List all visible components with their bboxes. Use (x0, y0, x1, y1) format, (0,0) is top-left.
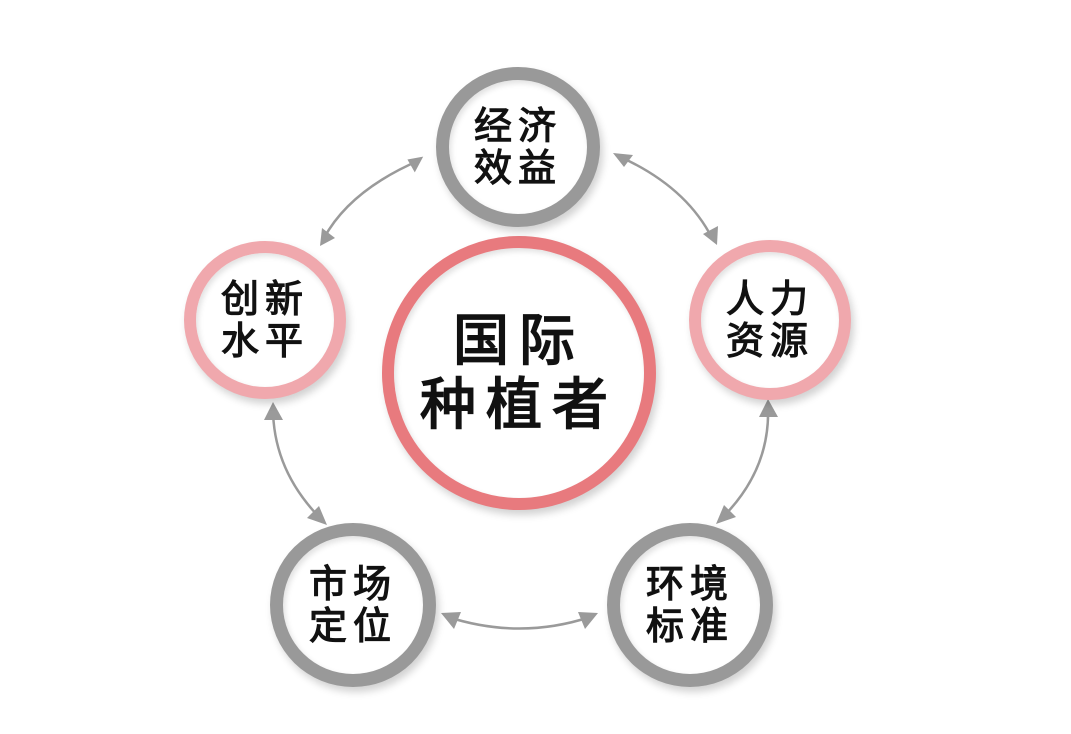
node-label-line2: 资源 (725, 318, 814, 363)
arrow-bottom (447, 615, 591, 630)
node-label-line1: 市场 (308, 561, 397, 607)
node-label-line2: 水平 (220, 318, 309, 363)
node-label-line2: 效益 (473, 145, 562, 190)
node-market-positioning: 市场 定位 (270, 523, 436, 687)
arrow-top-left (322, 158, 421, 239)
center-title-line2: 种植者 (420, 372, 618, 438)
node-innovation-level: 创新 水平 (184, 241, 346, 399)
arrowhead (613, 153, 633, 167)
node-label-line2: 标准 (645, 603, 734, 648)
node-label-line1: 人力 (725, 276, 814, 322)
node-label-line1: 经济 (473, 103, 562, 149)
arrow-left-bottomleft (271, 404, 323, 521)
arrowhead (716, 505, 736, 524)
node-environmental-standards: 环境 标准 (607, 523, 773, 687)
node-economic-benefit: 经济 效益 (436, 67, 600, 227)
arrowhead (759, 399, 778, 417)
arrow-right-bottomright (721, 407, 770, 519)
arrowhead (703, 226, 718, 245)
node-human-resources: 人力 资源 (689, 240, 851, 400)
arrowhead (407, 156, 424, 173)
arrow-top-right (615, 153, 714, 239)
arrowhead (307, 506, 327, 525)
arrowhead (264, 402, 283, 420)
node-label-line1: 创新 (220, 276, 309, 322)
arrowhead (578, 612, 598, 629)
arrowhead (320, 228, 335, 246)
center-node: 国际 种植者 (382, 236, 656, 510)
node-label-line2: 定位 (308, 603, 397, 648)
center-title-line1: 国际 (453, 307, 585, 374)
node-label-line1: 环境 (645, 561, 734, 607)
arrowhead (441, 612, 461, 629)
